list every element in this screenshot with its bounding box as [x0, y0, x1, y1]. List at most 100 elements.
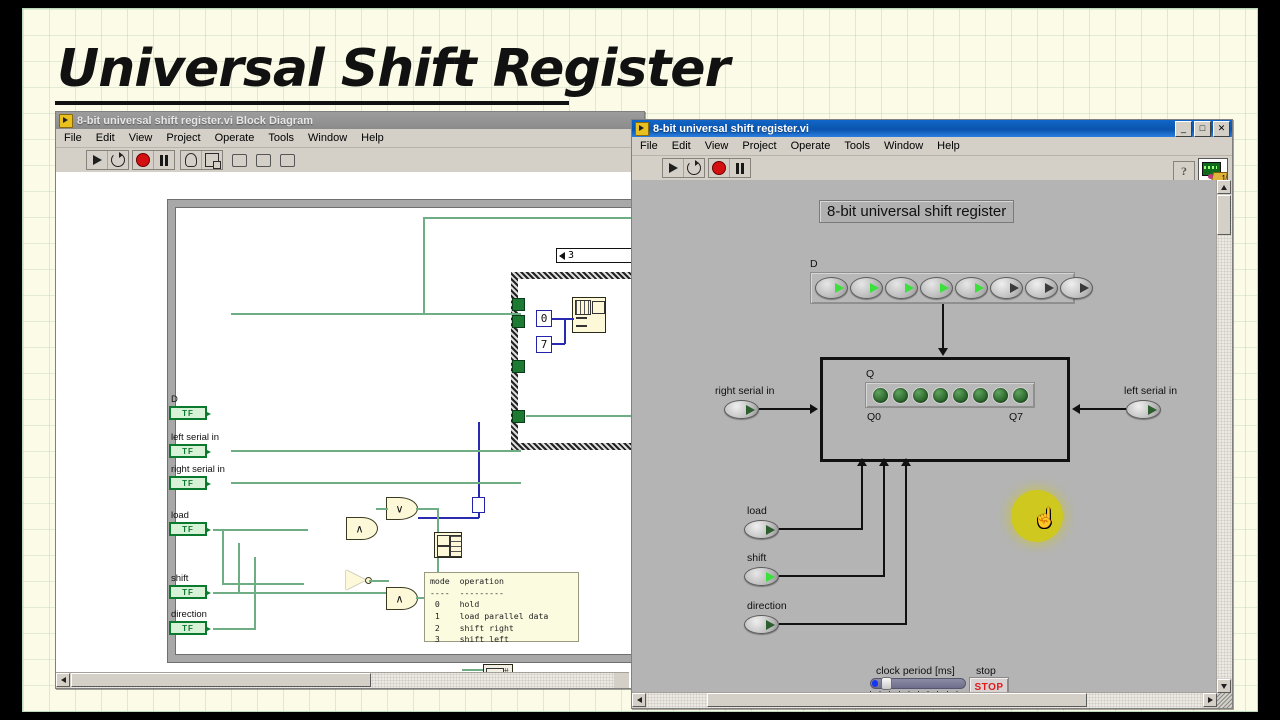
fp-vertical-scrollbar[interactable] [1216, 180, 1232, 693]
right-serial-in-switch[interactable] [724, 400, 759, 419]
and-gate-lower[interactable]: ∧ [386, 587, 418, 610]
fp-run-continuously-button[interactable] [684, 159, 704, 177]
bd-menu-edit[interactable]: Edit [95, 132, 115, 144]
shift-switch[interactable] [744, 567, 779, 586]
terminal-right-serial-in[interactable]: TF [169, 476, 211, 490]
fp-run-group[interactable] [662, 158, 705, 178]
fp-toolbar-right[interactable]: ? 1 [1173, 158, 1228, 184]
minimize-button[interactable]: _ [1175, 120, 1192, 137]
close-button[interactable]: ✕ [1213, 120, 1230, 137]
fp-menu-edit[interactable]: Edit [671, 140, 691, 152]
fp-v-scroll-track[interactable] [1217, 195, 1232, 678]
bd-run-group[interactable] [86, 150, 129, 170]
terminal-direction[interactable]: TF [169, 621, 211, 635]
bd-highlight-execution-button[interactable] [181, 151, 202, 169]
bd-menu-file[interactable]: File [64, 132, 82, 144]
bd-abort-button[interactable] [133, 151, 154, 169]
bd-exec-group[interactable] [132, 150, 175, 170]
fp-exec-group[interactable] [708, 158, 751, 178]
fp-scroll-left-button[interactable] [632, 693, 646, 707]
bd-pause-button[interactable] [154, 151, 174, 169]
constant-7[interactable]: 7 [536, 336, 552, 353]
case-tunnel-3[interactable] [512, 360, 525, 373]
front-panel-canvas[interactable]: 8-bit universal shift register D [632, 180, 1232, 708]
fp-resize-grip[interactable] [1217, 693, 1232, 708]
bd-scroll-left-button[interactable] [56, 673, 70, 687]
fp-menu-window[interactable]: Window [884, 140, 924, 152]
bd-menu-tools[interactable]: Tools [268, 132, 295, 144]
case-tunnel-4[interactable] [512, 410, 525, 423]
block-diagram-menubar[interactable]: File Edit View Project Operate Tools Win… [56, 129, 644, 148]
fp-menu-operate[interactable]: Operate [790, 140, 831, 152]
front-panel-window[interactable]: 8-bit universal shift register.vi _ □ ✕ … [631, 119, 1233, 709]
bd-menu-help[interactable]: Help [361, 132, 384, 144]
front-panel-titlebar[interactable]: 8-bit universal shift register.vi _ □ ✕ [632, 120, 1232, 137]
terminal-shift[interactable]: TF [169, 585, 211, 599]
clock-period-knob[interactable] [880, 677, 892, 690]
left-serial-in-switch[interactable] [1126, 400, 1161, 419]
d-switch-5[interactable] [990, 277, 1023, 299]
case-selector-left-arrow[interactable] [559, 251, 565, 260]
clock-period-track[interactable] [870, 678, 966, 689]
bd-menu-window[interactable]: Window [308, 132, 348, 144]
fp-scroll-up-button[interactable] [1217, 180, 1231, 194]
block-diagram-titlebar[interactable]: 8-bit universal shift register.vi Block … [56, 112, 644, 129]
bd-menu-project[interactable]: Project [166, 132, 201, 144]
bd-horizontal-scrollbar[interactable] [56, 672, 629, 688]
and-gate-upper[interactable]: ∧ [346, 517, 378, 540]
block-diagram-window[interactable]: 8-bit universal shift register.vi Block … [55, 111, 645, 689]
case-tunnel-2[interactable] [512, 315, 525, 328]
bd-retain-wire-values-button[interactable] [202, 151, 222, 169]
array-subset-node[interactable] [572, 297, 606, 333]
front-panel-menubar[interactable]: File Edit View Project Operate Tools Win… [632, 137, 1232, 156]
fp-menu-view[interactable]: View [704, 140, 729, 152]
load-switch[interactable] [744, 520, 779, 539]
direction-switch[interactable] [744, 615, 779, 634]
fp-menu-file[interactable]: File [640, 140, 658, 152]
fp-h-scroll-thumb[interactable] [707, 693, 1087, 707]
fp-scroll-right-button[interactable] [1203, 693, 1217, 707]
d-switch-3[interactable] [920, 277, 953, 299]
fp-menu-help[interactable]: Help [937, 140, 960, 152]
bd-menu-view[interactable]: View [128, 132, 153, 144]
context-help-button[interactable]: ? [1173, 161, 1195, 181]
fp-pause-button[interactable] [730, 159, 750, 177]
not-gate[interactable] [346, 570, 366, 590]
fp-menu-project[interactable]: Project [742, 140, 777, 152]
bd-run-continuously-button[interactable] [108, 151, 128, 169]
terminal-d[interactable]: TF [169, 406, 211, 420]
fp-scroll-down-button[interactable] [1217, 679, 1231, 693]
d-switch-7[interactable] [1060, 277, 1093, 299]
d-switch-2[interactable] [885, 277, 918, 299]
bd-step-into-button[interactable] [229, 151, 249, 169]
fp-horizontal-scrollbar[interactable] [632, 692, 1217, 708]
block-diagram-toolbar[interactable] [56, 148, 644, 173]
maximize-button[interactable]: □ [1194, 120, 1211, 137]
block-diagram-canvas[interactable]: 3 [56, 172, 644, 688]
bd-step-over-button[interactable] [253, 151, 273, 169]
build-array-node[interactable] [434, 532, 462, 558]
d-switch-1[interactable] [850, 277, 883, 299]
vi-connector-icon[interactable]: 1 [1198, 158, 1228, 184]
front-panel-toolbar[interactable]: ? 1 [632, 156, 1232, 184]
d-switch-4[interactable] [955, 277, 988, 299]
fp-abort-button[interactable] [709, 159, 730, 177]
window-buttons[interactable]: _ □ ✕ [1175, 120, 1230, 137]
bd-menu-operate[interactable]: Operate [214, 132, 255, 144]
constant-0[interactable]: 0 [536, 310, 552, 327]
bd-h-scroll-thumb[interactable] [71, 673, 371, 687]
case-bottom-tunnel[interactable] [472, 497, 485, 513]
bd-debug-group[interactable] [180, 150, 223, 170]
fp-run-button[interactable] [663, 159, 684, 177]
bd-step-out-button[interactable] [277, 151, 297, 169]
case-selector[interactable]: 3 [556, 248, 644, 263]
terminal-load[interactable]: TF [169, 522, 211, 536]
bd-step-group[interactable] [229, 151, 297, 169]
d-switch-6[interactable] [1025, 277, 1058, 299]
fp-menu-tools[interactable]: Tools [844, 140, 871, 152]
d-array-control[interactable] [810, 272, 1093, 304]
bd-run-button[interactable] [87, 151, 108, 169]
d-switch-0[interactable] [815, 277, 848, 299]
terminal-left-serial-in[interactable]: TF [169, 444, 211, 458]
fp-v-scroll-thumb[interactable] [1217, 195, 1231, 235]
